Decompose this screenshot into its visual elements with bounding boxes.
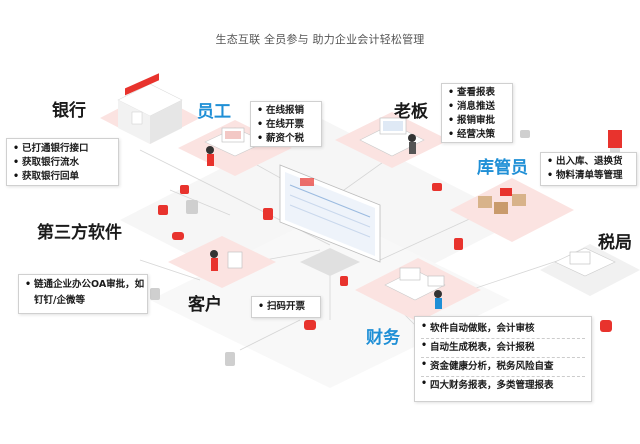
card-warehouse: 出入库、退换货 物料清单等管理: [540, 152, 637, 186]
list-item: 软件自动做账，会计审核: [421, 320, 585, 339]
boss-desk: [359, 117, 425, 157]
list-item: 获取银行流水: [13, 156, 112, 170]
card-customer: 扫码开票: [251, 296, 321, 318]
section-title-boss: 老板: [394, 102, 428, 122]
section-title-warehouse: 库管员: [477, 158, 528, 178]
list-item: 经营决策: [448, 128, 506, 142]
employee-desk: [204, 127, 266, 166]
finance-desks: [384, 267, 446, 309]
list-item: 查看报表: [448, 86, 506, 100]
customer-figure: [210, 250, 243, 271]
section-title-bank: 银行: [52, 101, 86, 121]
central-monitor: [279, 164, 381, 276]
list-item: 出入库、退换货: [547, 155, 630, 169]
card-employee: 在线报销 在线开票 薪资个税: [250, 101, 322, 147]
card-third-party: 链通企业办公OA审批，如钉钉/企微等: [18, 274, 148, 314]
tile-customer: [168, 236, 276, 288]
section-title-employee: 员工: [197, 102, 231, 122]
tile-warehouse: [450, 178, 574, 242]
floating-icons: [158, 183, 612, 332]
list-item: 四大财务报表，多类管理报表: [421, 377, 585, 395]
section-title-customer: 客户: [188, 295, 222, 315]
card-boss: 查看报表 消息推送 报销审批 经营决策: [441, 83, 513, 143]
list-item: 链通企业办公OA审批，如钉钉/企微等: [25, 277, 148, 309]
section-title-tax-bureau: 税局: [598, 233, 632, 253]
list-item: 扫码开票: [258, 300, 314, 314]
section-title-finance: 财务: [366, 328, 400, 348]
list-item: 获取银行回单: [13, 170, 112, 184]
list-item: 物料清单等管理: [547, 169, 630, 183]
card-finance: 软件自动做账，会计审核 自动生成税表，会计报税 资金健康分析，税务风险自查 四大…: [414, 316, 592, 402]
list-item: 在线开票: [257, 118, 315, 132]
warehouse-boxes: [478, 188, 526, 214]
section-title-third-party: 第三方软件: [37, 223, 122, 243]
list-item: 薪资个税: [257, 132, 315, 146]
floating-grey-icons: [150, 130, 530, 366]
list-item: 报销审批: [448, 114, 506, 128]
card-bank: 已打通银行接口 获取银行流水 获取银行回单: [6, 138, 119, 186]
list-item: 已打通银行接口: [13, 142, 112, 156]
list-item: 自动生成税表，会计报税: [421, 339, 585, 358]
page-title: 生态互联 全员参与 助力企业会计轻松管理: [215, 33, 425, 46]
list-item: 资金健康分析，税务风险自查: [421, 358, 585, 377]
list-item: 消息推送: [448, 100, 506, 114]
bank-building: [117, 73, 183, 144]
list-item: 在线报销: [257, 104, 315, 118]
